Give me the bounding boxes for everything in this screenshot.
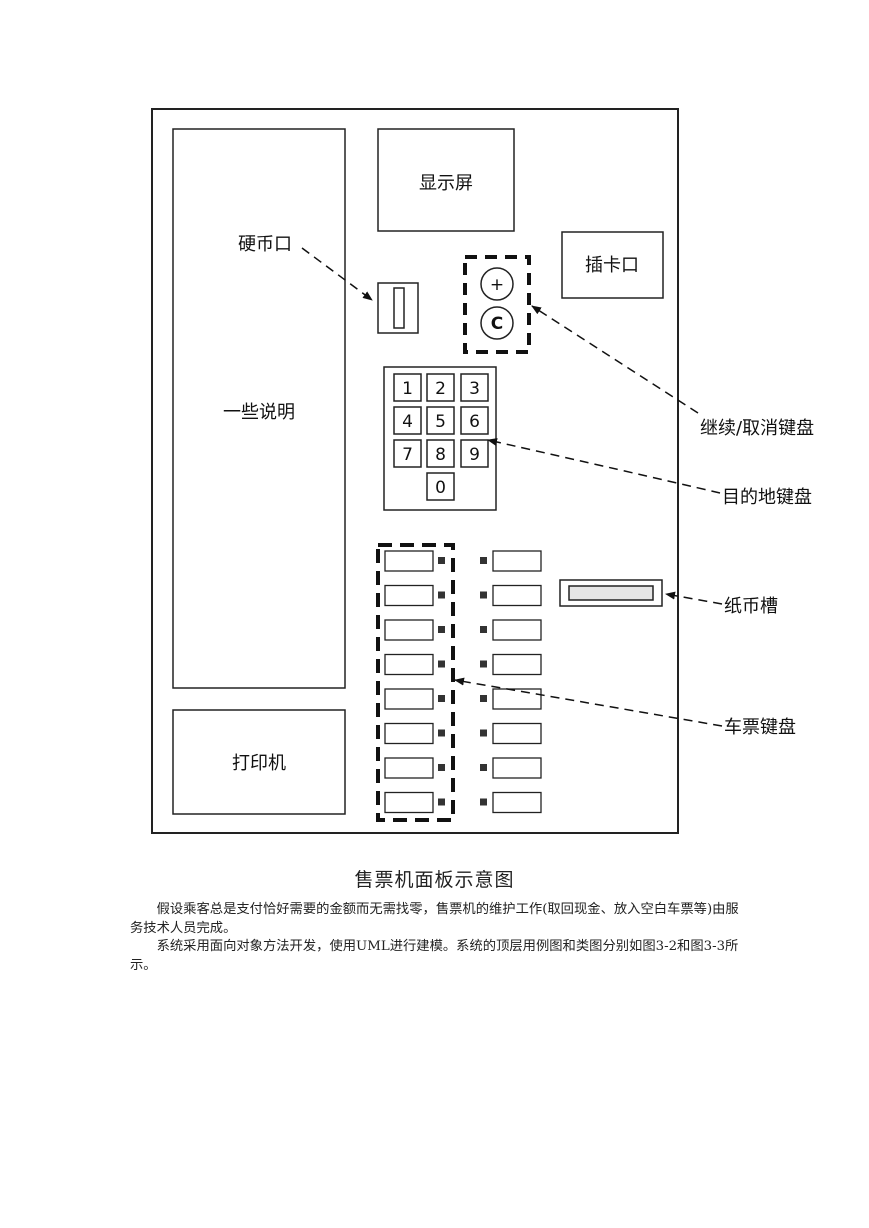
digit-key-label: 5	[435, 412, 446, 432]
machine-panel	[151, 108, 679, 834]
digit-key-label: 6	[469, 412, 480, 432]
plus-key-label: +	[490, 275, 504, 295]
ticket-indicator-right	[480, 557, 487, 564]
continue-cancel-leader	[531, 305, 699, 414]
destination-leader	[487, 438, 721, 494]
digit-key-1	[393, 373, 422, 402]
bill-slot-leader	[665, 591, 723, 605]
ticket-indicator-right	[480, 695, 487, 702]
digit-key-label: 9	[469, 445, 480, 465]
ticket-indicator-right	[480, 591, 487, 599]
ticket-indicator-right	[480, 626, 487, 633]
digit-key-2	[426, 373, 455, 402]
ticket-indicator-left	[438, 591, 445, 599]
display-label: 显示屏	[419, 173, 473, 194]
digit-key-label: 7	[402, 445, 413, 465]
ticket-button-left	[384, 791, 434, 814]
continue-cancel-label: 继续/取消键盘	[700, 418, 814, 439]
ticket-indicator-left	[438, 764, 445, 771]
instructions-label: 一些说明	[223, 402, 295, 423]
digit-key-3	[460, 373, 489, 402]
digit-keys: 1 2 3 4 5 6 7 8 9 0	[393, 373, 489, 501]
ticket-keypad-label: 车票键盘	[724, 717, 796, 738]
digit-key-label: 3	[469, 379, 480, 399]
card-slot-label: 插卡口	[585, 255, 639, 276]
digit-key-6	[460, 406, 489, 435]
coin-slot	[377, 282, 419, 334]
ticket-button-left	[384, 757, 434, 779]
printer-label: 打印机	[232, 753, 286, 774]
coin-slot-opening	[393, 287, 405, 329]
ticket-button-left	[384, 722, 434, 745]
ticket-button-left	[384, 688, 434, 710]
ticket-indicator-left	[438, 695, 445, 702]
ticket-button-right	[492, 619, 542, 641]
digit-key-5	[426, 406, 455, 435]
coin-slot-label: 硬币口	[238, 234, 292, 255]
ticket-button-right	[492, 757, 542, 779]
printer-box	[172, 709, 346, 815]
continue-cancel-keypad-outline	[463, 255, 531, 354]
ticket-button-right	[492, 653, 542, 676]
bill-slot	[559, 579, 663, 607]
digit-key-8	[426, 439, 455, 468]
ticket-indicator-left	[438, 660, 445, 668]
ticket-button-left	[384, 619, 434, 641]
ticket-indicator-right	[480, 660, 487, 668]
ticket-button-left	[384, 584, 434, 607]
body-text: 假设乘客总是支付恰好需要的金额而无需找零，售票机的维护工作(取回现金、放入空白车…	[130, 901, 750, 975]
ticket-indicator-left	[438, 798, 445, 806]
ticket-indicator-left	[438, 729, 445, 737]
digit-key-0	[426, 472, 455, 501]
digit-key-7	[393, 439, 422, 468]
digit-key-4	[393, 406, 422, 435]
coin-slot-leader	[301, 247, 373, 301]
digit-key-label: 0	[435, 478, 446, 498]
ticket-indicator-right	[480, 764, 487, 771]
digit-key-label: 8	[435, 445, 446, 465]
ticket-button-left	[384, 550, 434, 572]
instructions-box	[172, 128, 346, 689]
figure-caption: 售票机面板示意图	[354, 869, 515, 891]
cancel-key	[480, 306, 514, 340]
digit-key-label: 4	[402, 412, 413, 432]
ticket-button-right	[492, 791, 542, 814]
paragraph-2: 系统采用面向对象方法开发，使用UML进行建模。系统的顶层用例图和类图分别如图3-…	[130, 939, 739, 973]
digit-key-9	[460, 439, 489, 468]
paragraph-1: 假设乘客总是支付恰好需要的金额而无需找零，售票机的维护工作(取回现金、放入空白车…	[130, 902, 739, 936]
ticket-keypad-outline	[376, 543, 455, 822]
ticket-keypad-leader	[454, 677, 723, 727]
ticket-indicator-left	[438, 557, 445, 564]
ticket-button-right	[492, 722, 542, 745]
ticket-button-right	[492, 688, 542, 710]
bill-slot-label: 纸币槽	[724, 596, 778, 617]
ticket-machine-panel-diagram: 一些说明 打印机 显示屏 插卡口 硬币口 + C 继续/取消键盘 1 2 3 4 5 6 7…	[151, 108, 814, 834]
card-slot-box	[561, 231, 664, 299]
ticket-button-left	[384, 653, 434, 676]
ticket-button-right	[492, 584, 542, 607]
display-screen	[377, 128, 515, 232]
bill-slot-opening	[568, 585, 654, 601]
cancel-key-label: C	[491, 314, 503, 334]
plus-key	[480, 267, 514, 301]
ticket-indicator-left	[438, 626, 445, 633]
digit-key-label: 1	[402, 379, 413, 399]
ticket-keys	[384, 550, 542, 814]
destination-label: 目的地键盘	[722, 487, 812, 508]
digit-key-label: 2	[435, 379, 446, 399]
ticket-indicator-right	[480, 798, 487, 806]
ticket-indicator-right	[480, 729, 487, 737]
ticket-button-right	[492, 550, 542, 572]
